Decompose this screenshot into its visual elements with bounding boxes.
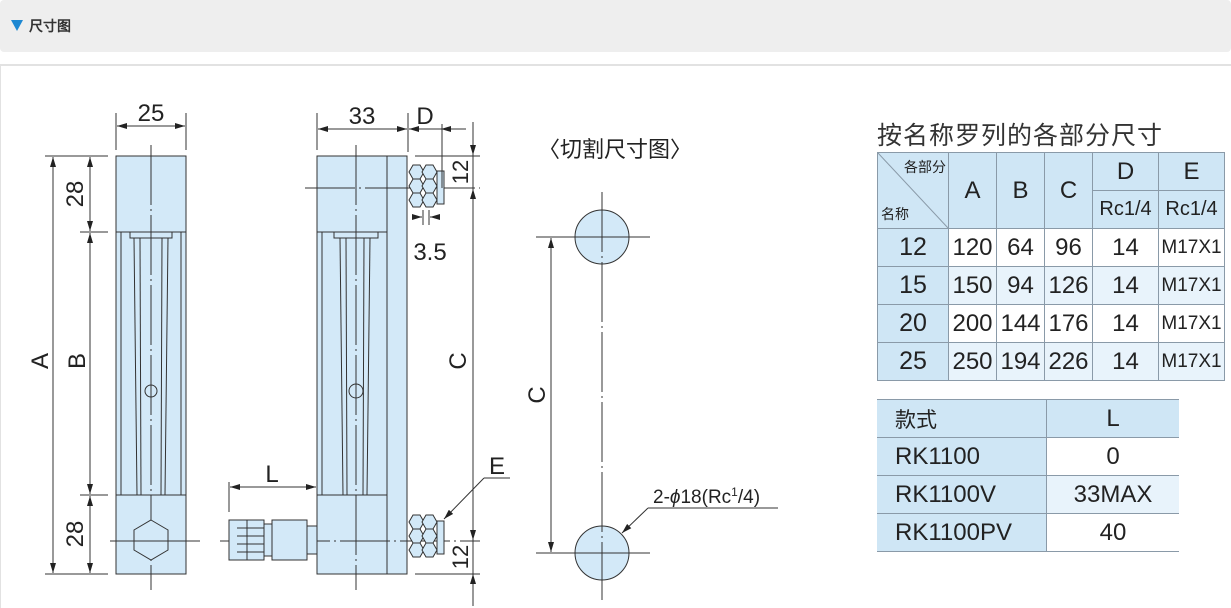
side-top-offset-label: 12 — [448, 160, 473, 184]
subheader-D: Rc1/4 — [1092, 190, 1159, 229]
cell-E: M17X1 — [1158, 228, 1225, 267]
model-name: RK1100V — [877, 475, 1047, 514]
side-e-label: E — [489, 453, 505, 480]
table-row: RK1100PV 40 — [877, 513, 1179, 552]
side-c-label: C — [445, 352, 472, 369]
front-overall-label: A — [27, 353, 54, 369]
cell-A: 250 — [948, 342, 997, 381]
hole-label: 2-ϕ18(Rc1/4) — [653, 485, 760, 508]
table-row: 20 200 144 176 14 M17X1 — [877, 304, 1225, 343]
front-bottom-label: 28 — [62, 521, 89, 548]
nut-thickness-label: 3.5 — [413, 239, 446, 266]
front-top-label: 28 — [62, 181, 89, 208]
cell-E: M17X1 — [1158, 304, 1225, 343]
cutout-c-label: C — [524, 386, 551, 403]
cell-C: 176 — [1044, 304, 1093, 343]
l-value: 0 — [1046, 437, 1179, 476]
table-row: 12 120 64 96 14 M17X1 — [877, 228, 1225, 267]
cell-A: 120 — [948, 228, 997, 267]
cell-C: 96 — [1044, 228, 1093, 267]
model-name: RK1100 — [877, 437, 1047, 476]
front-view — [45, 113, 200, 590]
cell-B: 144 — [996, 304, 1045, 343]
header-A: A — [948, 152, 997, 229]
row-name: 12 — [877, 228, 949, 267]
row-name: 15 — [877, 266, 949, 305]
header-D: D — [1092, 152, 1159, 191]
l-value: 40 — [1046, 513, 1179, 552]
corner-bottom-label: 名称 — [881, 206, 909, 222]
l-value: 33MAX — [1046, 475, 1179, 514]
cell-B: 194 — [996, 342, 1045, 381]
cell-E: M17X1 — [1158, 342, 1225, 381]
cell-B: 94 — [996, 266, 1045, 305]
table-row: RK1100V 33MAX — [877, 475, 1179, 514]
l-header: L — [1046, 399, 1179, 438]
cell-E: M17X1 — [1158, 266, 1225, 305]
model-name: RK1100PV — [877, 513, 1047, 552]
header-E: E — [1158, 152, 1225, 191]
cell-D: 14 — [1092, 266, 1159, 305]
header-B: B — [996, 152, 1045, 229]
row-name: 20 — [877, 304, 949, 343]
side-bottom-offset-label: 12 — [448, 545, 473, 569]
dim-table-title: 按名称罗列的各部分尺寸 — [877, 121, 1164, 150]
section-title: 尺寸图 — [29, 19, 71, 35]
front-inner-label: B — [64, 353, 91, 369]
side-view — [220, 113, 510, 606]
cell-D: 14 — [1092, 342, 1159, 381]
table-row: RK1100 0 — [877, 437, 1179, 476]
corner-header: 各部分 名称 — [877, 152, 949, 229]
cell-A: 200 — [948, 304, 997, 343]
header-C: C — [1044, 152, 1093, 229]
cell-D: 14 — [1092, 304, 1159, 343]
side-d-label: D — [416, 103, 433, 130]
side-l-label: L — [265, 461, 278, 488]
corner-top-label: 各部分 — [904, 159, 946, 175]
table-row: 25 250 194 226 14 M17X1 — [877, 342, 1225, 381]
side-width-label: 33 — [349, 103, 376, 130]
cell-D: 14 — [1092, 228, 1159, 267]
front-width-label: 25 — [138, 100, 165, 127]
cutout-title: 〈切割尺寸图〉 — [538, 138, 692, 163]
row-name: 25 — [877, 342, 949, 381]
section-header[interactable]: 尺寸图 — [0, 0, 1231, 52]
cell-B: 64 — [996, 228, 1045, 267]
dimension-table: 各部分 名称 A B C D E Rc1/4 Rc1/4 12 120 64 9… — [877, 152, 1225, 381]
model-table: 款式 L RK1100 0 RK1100V 33MAX RK1100PV 40 — [877, 399, 1179, 552]
dimension-drawing: 25 28 28 A B 33 D 12 12 3.5 C L E 〈切割尺寸图… — [27, 100, 778, 606]
triangle-down-icon[interactable] — [11, 20, 23, 31]
subheader-E: Rc1/4 — [1158, 190, 1225, 229]
model-header: 款式 — [877, 399, 1047, 438]
cell-C: 126 — [1044, 266, 1093, 305]
cutout-view — [536, 192, 778, 600]
table-row: 15 150 94 126 14 M17X1 — [877, 266, 1225, 305]
cell-A: 150 — [948, 266, 997, 305]
cell-C: 226 — [1044, 342, 1093, 381]
content-panel — [0, 64, 1231, 608]
